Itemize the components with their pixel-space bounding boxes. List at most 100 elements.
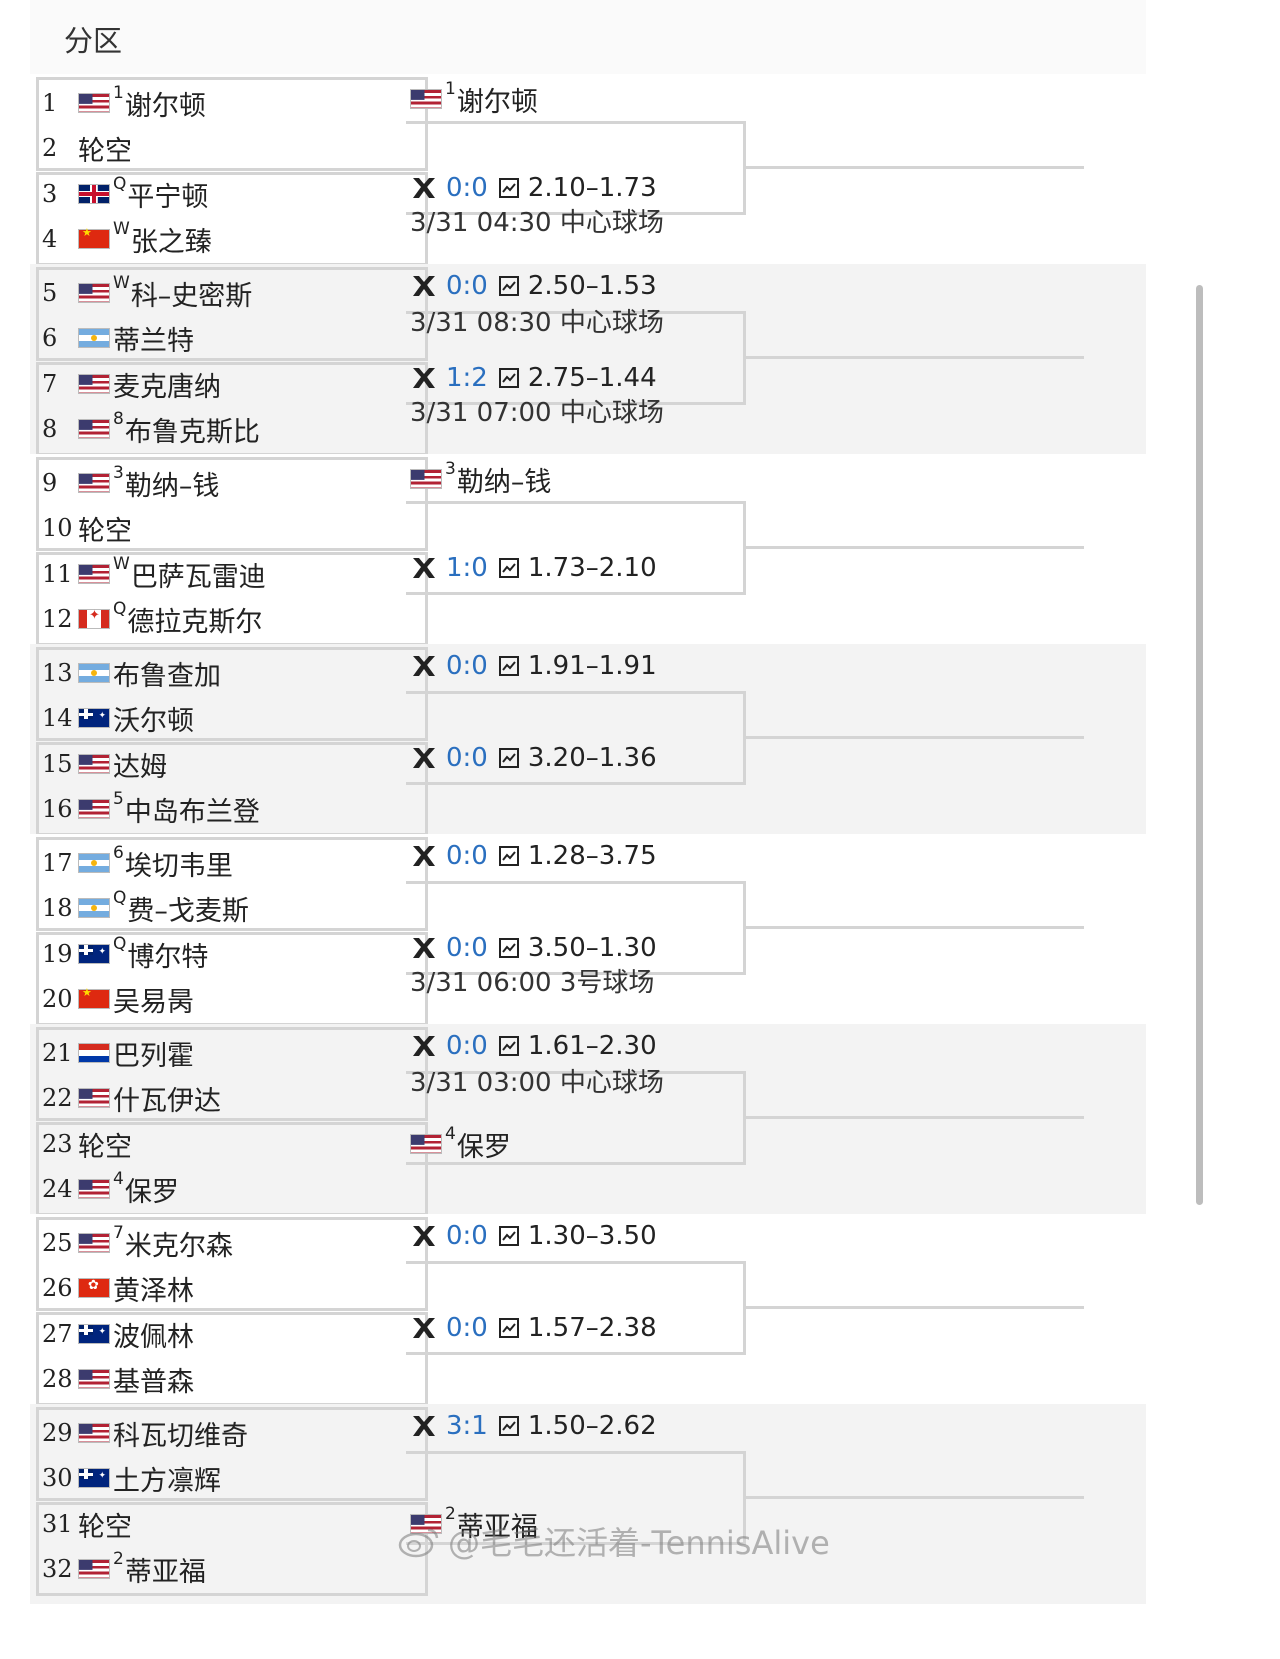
draw-position: 1 [42,89,58,117]
player-row[interactable]: 20吴易昺 [42,976,432,1022]
gbr-flag-icon [78,184,110,204]
player-row[interactable]: 30土方凛辉 [42,1455,432,1501]
player-row[interactable]: 26 黄泽林 [42,1265,432,1311]
match-score[interactable]: 0:0 [446,1313,488,1343]
odds-chart-icon[interactable] [498,1415,520,1437]
player-row[interactable]: 12Q德拉克斯尔 [42,596,432,642]
odds-chart-icon[interactable] [498,177,520,199]
player-name: 谢尔顿 [124,90,206,122]
round2-connector [406,691,746,785]
seed-mark: 3 [445,459,456,479]
usa-flag-icon [78,799,110,819]
match-score[interactable]: 0:0 [446,841,488,871]
match-pair-box [36,1407,428,1501]
odds-chart-icon[interactable] [498,275,520,297]
odds-chart-icon[interactable] [498,937,520,959]
match-score[interactable]: 1:2 [446,363,488,393]
odds-chart-icon[interactable] [498,845,520,867]
match-score[interactable]: 0:0 [446,933,488,963]
odds-chart-icon[interactable] [498,1225,520,1247]
match-score[interactable]: 0:0 [446,743,488,773]
player-row[interactable]: 4W张之臻 [42,216,432,262]
player-row[interactable]: 27波佩林 [42,1311,432,1357]
draw-position: 26 [42,1274,73,1302]
round3-connector [746,1496,1084,1499]
odds-chart-icon[interactable] [498,747,520,769]
player-row[interactable]: 14沃尔顿 [42,695,432,741]
match-score[interactable]: 0:0 [446,1031,488,1061]
draw-position: 32 [42,1555,73,1583]
player-name: 米克尔森 [124,1230,233,1262]
scrollbar[interactable] [1196,285,1203,1205]
player-name: 蒂兰特 [113,325,194,357]
draw-position: 16 [42,795,73,823]
player-row[interactable]: 19Q博尔特 [42,931,432,977]
round2-connector [406,121,746,215]
arg-flag-icon [78,663,110,683]
match-score[interactable]: 0:0 [446,651,488,681]
match-score[interactable]: 0:0 [446,1221,488,1251]
player-name: 黄泽林 [113,1275,194,1307]
match-score[interactable]: 3:1 [446,1411,488,1441]
match-score[interactable]: 0:0 [446,271,488,301]
odds-chart-icon[interactable] [498,1317,520,1339]
odds-chart-icon[interactable] [498,1035,520,1057]
seed-mark: 3 [113,463,124,483]
round2-connector [406,881,746,975]
odds-chart-icon[interactable] [498,655,520,677]
match-score[interactable]: 0:0 [446,173,488,203]
draw-position: 25 [42,1229,73,1257]
odds-chart-icon[interactable] [498,557,520,579]
player-name: 中岛布兰登 [124,796,260,828]
odds-chart-icon[interactable] [498,367,520,389]
draw-position: 21 [42,1039,73,1067]
arg-flag-icon [78,898,110,918]
sport-logo-icon [413,1226,435,1246]
usa-flag-icon [78,93,110,113]
match-score[interactable]: 1:0 [446,553,488,583]
draw-position: 19 [42,940,73,968]
page-title: 分区 [64,24,123,58]
draw-position: 8 [42,415,58,443]
